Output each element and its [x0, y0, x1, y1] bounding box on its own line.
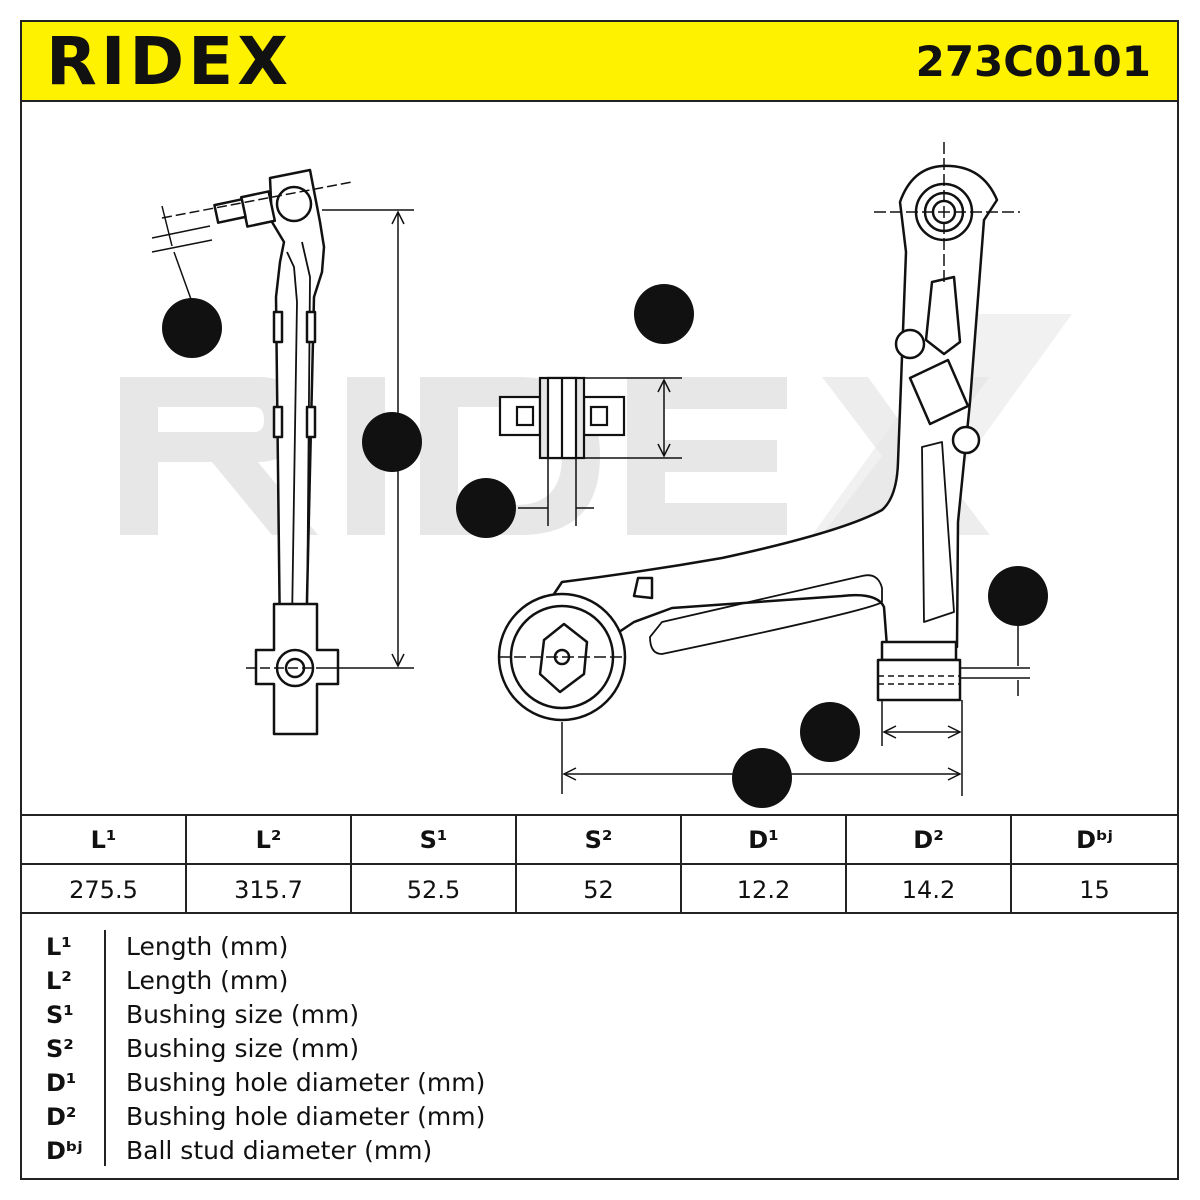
brand-logo: RIDEX: [46, 23, 293, 100]
legend-symbol: S²: [46, 1035, 74, 1063]
legend-item: L¹ Length (mm): [22, 930, 1177, 964]
label-l1: L¹: [732, 748, 792, 808]
table-value-l1: 275.5: [22, 865, 187, 914]
label-s2: S²: [634, 284, 694, 344]
label-s1-text: S¹: [815, 719, 845, 749]
table-header-l2: L²: [187, 816, 352, 865]
legend-description: Ball stud diameter (mm): [126, 1136, 433, 1165]
legend-description: Length (mm): [126, 932, 289, 961]
label-s2-text: S²: [649, 301, 679, 331]
label-dbj-text: Dᵇʲ: [172, 315, 212, 345]
label-dbj: Dᵇʲ: [162, 298, 222, 358]
table-value-l2: 315.7: [187, 865, 352, 914]
table-value-s2: 52: [517, 865, 682, 914]
legend-description: Bushing hole diameter (mm): [126, 1102, 486, 1131]
legend-item: D² Bushing hole diameter (mm): [22, 1100, 1177, 1134]
legend-symbol: L¹: [46, 933, 72, 961]
table-header-s1: S¹: [352, 816, 517, 865]
s2-d2-dimension: [518, 377, 682, 526]
legend-symbol: Dᵇʲ: [46, 1137, 83, 1165]
spec-sheet: RIDEX 273C0101: [20, 20, 1179, 1180]
legend-description: Bushing hole diameter (mm): [126, 1068, 486, 1097]
legend-symbol: L²: [46, 967, 72, 995]
table-value-d2: 14.2: [847, 865, 1012, 914]
legend-item: L² Length (mm): [22, 964, 1177, 998]
legend-divider: [104, 930, 106, 1166]
arm-top-view: [497, 164, 999, 722]
legend-description: Bushing size (mm): [126, 1000, 360, 1029]
drawing-svg: Dᵇʲ L² S² D² D¹ S¹: [120, 142, 1072, 808]
legend-item: Dᵇʲ Ball stud diameter (mm): [22, 1134, 1177, 1168]
label-l1-text: L¹: [748, 765, 776, 795]
table-value-s1: 52.5: [352, 865, 517, 914]
label-d1: D¹: [988, 566, 1048, 626]
table-value-d1: 12.2: [682, 865, 847, 914]
arm-side-view: [213, 168, 340, 736]
table-value-dbj: 15: [1079, 875, 1110, 904]
legend-description: Bushing size (mm): [126, 1034, 360, 1063]
label-d2: D²: [456, 478, 516, 538]
legend-description: Length (mm): [126, 966, 289, 995]
legend-item: S¹ Bushing size (mm): [22, 998, 1177, 1032]
legend-item: D¹ Bushing hole diameter (mm): [22, 1066, 1177, 1100]
label-l2: L²: [362, 412, 422, 472]
label-d1-text: D¹: [1002, 583, 1035, 613]
legend: L¹ Length (mm) L² Length (mm) S¹ Bushing…: [22, 914, 1177, 1178]
label-l2-text: L²: [378, 429, 406, 459]
part-number: 273C0101: [915, 37, 1151, 86]
label-s1: S¹: [800, 702, 860, 762]
technical-drawing: Dᵇʲ L² S² D² D¹ S¹: [22, 102, 1177, 814]
table-header-d2: D²: [847, 816, 1012, 865]
dbj-dimension: [151, 181, 353, 303]
table-header-dbj: Dᵇʲ: [1012, 816, 1177, 865]
table-header-s2: S²: [517, 816, 682, 865]
label-d2-text: D²: [470, 495, 503, 525]
legend-symbol: D²: [46, 1103, 77, 1131]
legend-symbol: S¹: [46, 1001, 74, 1029]
table-header-d1: D¹: [682, 816, 847, 865]
legend-symbol: D¹: [46, 1069, 77, 1097]
legend-item: S² Bushing size (mm): [22, 1032, 1177, 1066]
header-bar: RIDEX 273C0101: [22, 22, 1177, 102]
table-header-l1: L¹: [22, 816, 187, 865]
bushing-section: [498, 376, 626, 460]
dimension-table: L¹ L² S¹ S² D¹ D² Dᵇʲ 275.5 315.7 52.5 5…: [22, 814, 1177, 914]
